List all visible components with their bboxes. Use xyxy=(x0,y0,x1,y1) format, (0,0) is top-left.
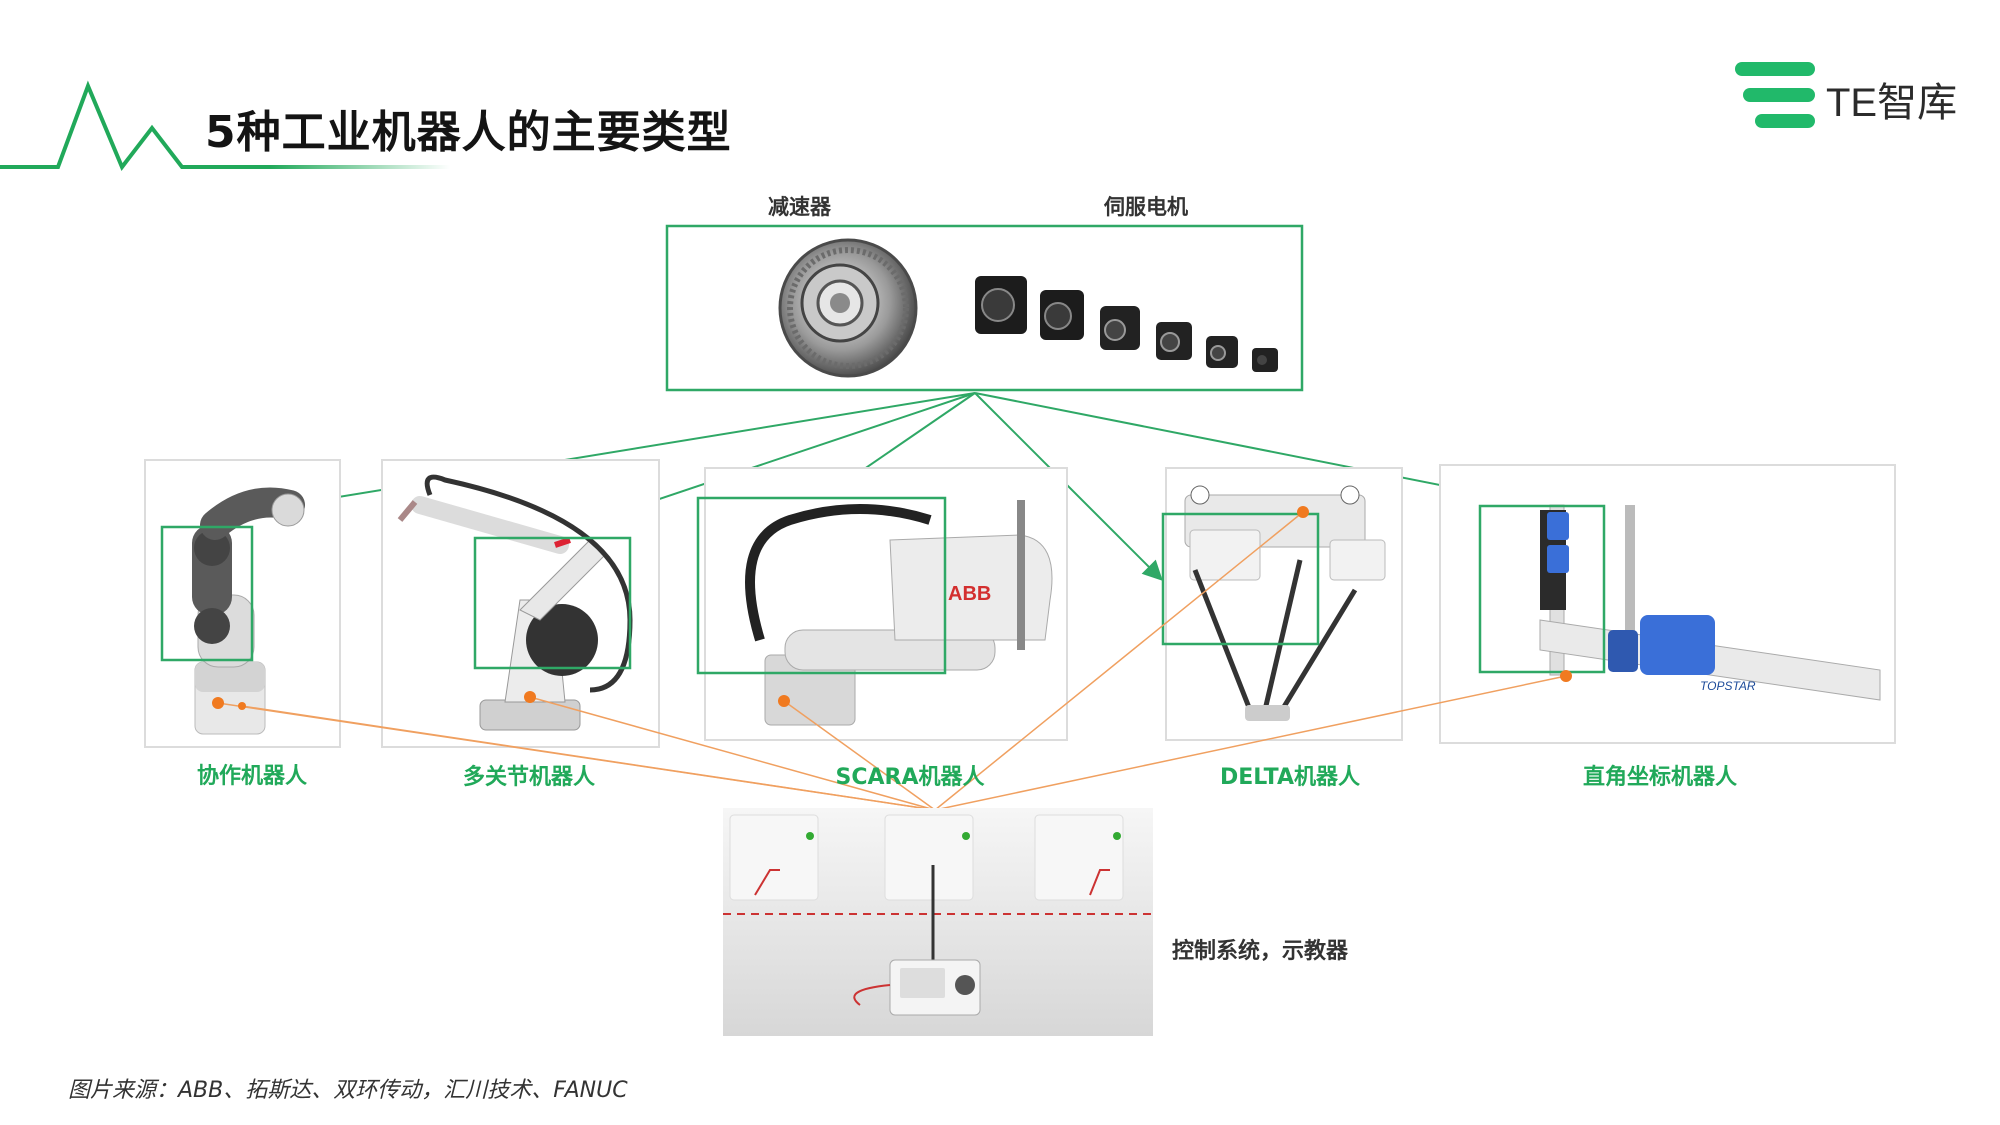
controller-image xyxy=(723,808,1153,1036)
brand-name: TE智库 xyxy=(1826,81,1958,125)
connector-dots xyxy=(212,506,1572,710)
image-source: 图片来源：ABB、拓斯达、双环传动，汇川技术、FANUC xyxy=(68,1078,628,1103)
servo-motor-label: 伺服电机 xyxy=(1104,195,1188,219)
cobot-image xyxy=(192,487,305,735)
robot-label-scara: SCARA机器人 xyxy=(835,765,985,790)
scara-robot-image: ABB xyxy=(745,500,1053,726)
controller-connectors xyxy=(217,511,1567,811)
robot-label-cartesian: 直角坐标机器人 xyxy=(1582,765,1738,790)
cartesian-robot-image: TOPSTAR xyxy=(1539,504,1881,701)
controller-label: 控制系统，示教器 xyxy=(1172,939,1349,964)
robot-label-delta: DELTA机器人 xyxy=(1220,765,1360,790)
cartesian-brand-mark: TOPSTAR xyxy=(1700,679,1756,693)
scara-brand-mark: ABB xyxy=(948,583,991,605)
servo-motors-image xyxy=(975,276,1278,372)
robot-label-articulated: 多关节机器人 xyxy=(462,765,596,790)
brand-logo-icon xyxy=(1735,62,1815,128)
robot-highlight-boxes xyxy=(160,496,1606,675)
reducer-image xyxy=(778,238,918,378)
reducer-label: 减速器 xyxy=(768,195,831,219)
page-title: 5种工业机器人的主要类型 xyxy=(205,107,732,158)
delta-robot-image xyxy=(1184,485,1386,721)
robot-label-cobot: 协作机器人 xyxy=(196,764,308,789)
